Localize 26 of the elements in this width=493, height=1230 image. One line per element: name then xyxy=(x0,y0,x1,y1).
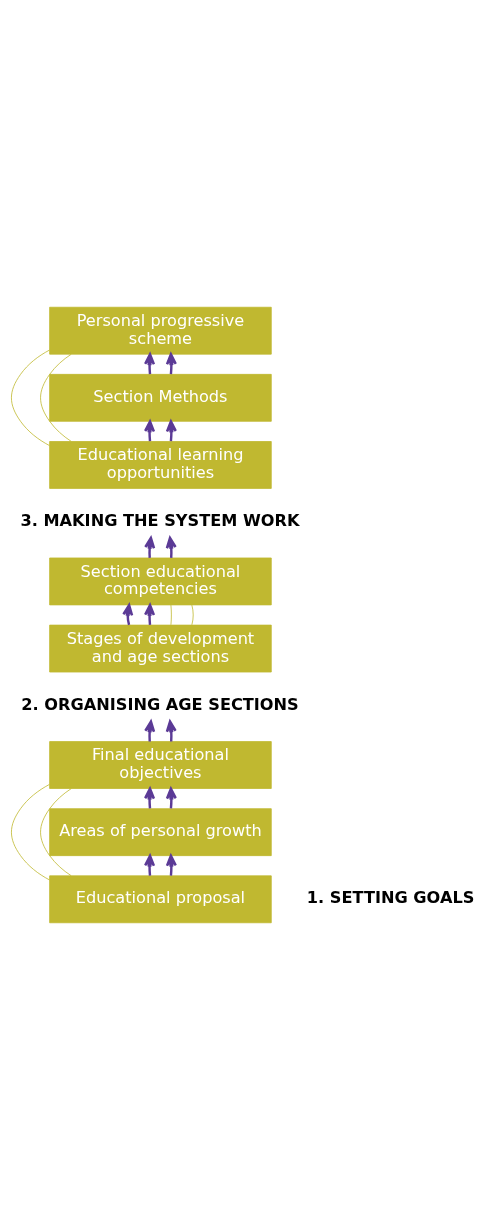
connector xyxy=(40,353,72,442)
connector xyxy=(170,604,172,626)
connector xyxy=(40,788,72,877)
connector xyxy=(11,349,50,446)
node-box: Section Methods xyxy=(49,373,272,422)
arrow xyxy=(165,536,177,558)
connector xyxy=(191,604,194,626)
node-box: Areas of personal growth xyxy=(49,808,272,857)
connector xyxy=(11,784,50,881)
node-box: Personal progressive scheme xyxy=(49,306,272,355)
arrow xyxy=(143,603,156,625)
arrow xyxy=(144,536,156,558)
arrow xyxy=(143,353,156,375)
arrow xyxy=(143,854,156,876)
node-text: 1. SETTING GOALS xyxy=(306,887,475,907)
node-box: Educational proposal xyxy=(49,875,272,924)
arrow xyxy=(144,720,156,742)
arrow xyxy=(143,787,156,809)
node-box: Educational learning opportunities xyxy=(49,441,272,489)
node-box: Stages of development and age sections xyxy=(49,624,272,673)
arrow xyxy=(165,720,177,742)
node-box: Section educational competencies xyxy=(49,557,272,606)
arrow xyxy=(143,420,156,442)
node-text: 3. MAKING THE SYSTEM WORK xyxy=(20,511,300,531)
node-box: Final educational objectives xyxy=(49,741,272,789)
node-text: 2. ORGANISING AGE SECTIONS xyxy=(21,695,299,715)
